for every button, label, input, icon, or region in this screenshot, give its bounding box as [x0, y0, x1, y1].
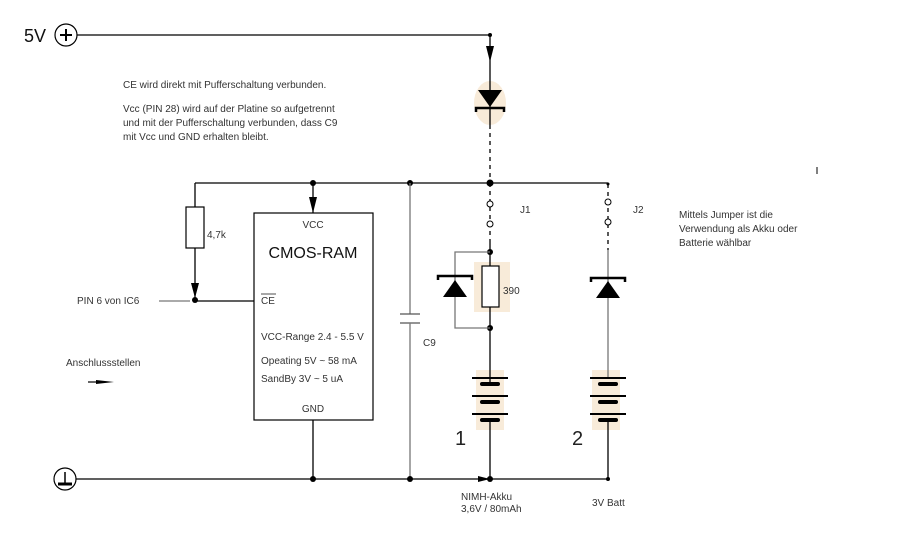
jumper-j1-pin[interactable]	[486, 220, 494, 228]
arrow-down-icon	[191, 283, 199, 298]
chip-spec-standby: SandBy 3V ~ 5 uA	[261, 374, 343, 385]
chip-gnd-pin: GND	[302, 404, 324, 415]
resistor-390	[481, 265, 500, 308]
jumper-j2-label: J2	[633, 205, 644, 216]
cmos-ram-chip	[253, 212, 374, 421]
junction-dot	[310, 476, 316, 482]
diode-main	[474, 62, 506, 125]
battery-2-name: 3V Batt	[592, 498, 625, 509]
ground-terminal-icon	[53, 467, 77, 491]
arrow-down-icon	[309, 197, 317, 213]
chip-spec-range: VCC-Range 2.4 - 5.5 V	[261, 332, 364, 343]
battery-1-number: 1	[455, 428, 466, 450]
battery-1-spec: 3,6V / 80mAh	[461, 504, 522, 515]
note-line: und mit der Pufferschaltung verbunden, d…	[123, 118, 338, 129]
junction-dot	[487, 476, 493, 482]
jumper-note-line: Mittels Jumper ist die	[679, 210, 773, 221]
plus-terminal-icon	[54, 23, 78, 47]
junction-dot	[407, 476, 413, 482]
capacitor-label: C9	[423, 338, 436, 349]
chip-spec-operating: Opeating 5V ~ 58 mA	[261, 356, 357, 367]
note-line: mit Vcc und GND erhalten bleibt.	[123, 132, 269, 143]
battery-1	[472, 377, 508, 422]
junction-dot	[606, 477, 610, 481]
jumper-note-line: Verwendung als Akku oder	[679, 224, 798, 235]
chip-title: CMOS-RAM	[269, 245, 358, 262]
note-line: CE wird direkt mit Pufferschaltung verbu…	[123, 80, 326, 91]
note-line: Vcc (PIN 28) wird auf der Platine so auf…	[123, 104, 335, 115]
arrow-right-icon	[478, 476, 490, 482]
battery-1-name: NIMH-Akku	[461, 492, 512, 503]
jumper-j2-pin[interactable]	[604, 198, 612, 206]
battery-2-number: 2	[572, 428, 583, 450]
jumper-j1-label: J1	[520, 205, 531, 216]
supply-label: 5V	[24, 26, 46, 46]
resistor-pullup	[185, 206, 205, 249]
chip-ce-pin: CE	[261, 296, 275, 307]
arrow-down-icon	[486, 46, 494, 62]
pin6-label: PIN 6 von IC6	[77, 296, 140, 307]
junction-dot	[192, 297, 198, 303]
jumper-j2-pin[interactable]	[604, 218, 612, 226]
diode-battery	[589, 276, 627, 298]
diode-bypass	[436, 274, 474, 297]
anschluss-label: Anschlussstellen	[66, 358, 140, 369]
chip-vcc-pin: VCC	[302, 220, 323, 231]
resistor-pullup-label: 4,7k	[207, 230, 227, 241]
resistor-390-label: 390	[503, 286, 520, 297]
arrow-right-icon	[96, 380, 114, 384]
jumper-note-line: Batterie wählbar	[679, 238, 752, 249]
jumper-j1-pin[interactable]	[486, 200, 494, 208]
